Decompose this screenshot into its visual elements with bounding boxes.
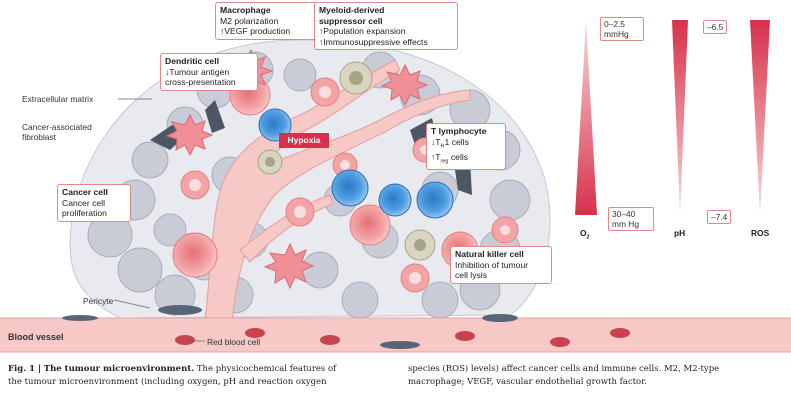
figure-caption-col-2: species (ROS) levels) affect cancer cell… [408,363,788,389]
ph-gradient [672,20,688,215]
macrophage-line-2: ↑VEGF production [220,26,291,36]
cancer-cell-title: Cancer cell [62,187,108,197]
macrophage-callout: Macrophage M2 polarization ↑VEGF product… [215,2,317,40]
red-blood-cells [175,328,630,347]
mdsc-title-1: Myeloid-derived [319,5,385,15]
o2-axis-label: O2 [580,228,590,241]
nk-cell-callout: Natural killer cell Inhibition of tumour… [450,246,552,284]
mdsc-line-1: ↑Population expansion [319,26,406,36]
caf-label-line-2: fibroblast [22,132,56,142]
mdsc-title-2: suppressor cell [319,15,383,26]
endothelial-cells [62,305,518,349]
hypoxia-label: Hypoxia [279,133,329,148]
cancer-cell-line-1: Cancer cell [62,197,105,208]
cancer-cell-callout: Cancer cell Cancer cell proliferation [57,184,131,222]
leader-lines [113,98,205,342]
t-lymphocyte-callout: T lymphocyte ↓TH1 cells ↑Treg cells [426,123,506,170]
red-blood-cell-label: Red blood cell [207,337,261,347]
cancer-cell-line-2: proliferation [62,208,107,218]
dendritic-callout: Dendritic cell ↓Tumour antigen cross-pre… [160,53,258,91]
mdsc-callout: Myeloid-derived suppressor cell ↑Populat… [314,2,458,50]
extracellular-matrix-label: Extracellular matrix [22,94,94,104]
o2-top-value: 0–2.5 mmHg [600,17,644,41]
t-lymphocyte-line-2: ↑Treg cells [431,151,469,165]
o2-gradient [575,20,597,215]
ph-bottom-value: –7.4 [707,210,732,224]
caption-line-3: species (ROS) levels) affect cancer cell… [408,364,720,374]
ph-axis-label: pH [674,228,686,238]
macrophage-line-1: M2 polarization [220,15,279,26]
caption-line-2: the tumour microenvironment (including o… [8,377,327,387]
caption-line-4: macrophage; VEGF, vascular endothelial g… [408,377,647,387]
dendritic-line-2: cross-presentation [165,77,236,87]
mdsc-line-2: ↑Immunosuppressive effects [319,36,428,47]
caption-line-1: Fig. 1 | The tumour microenvironment. Th… [8,364,337,374]
t-lymphocyte-line-1: ↓TH1 cells [431,136,469,150]
ros-gradient [750,20,770,215]
caf-label-line-1: Cancer-associated [22,122,92,132]
t-lymphocytes [258,108,454,219]
nk-cell-line-1: Inhibition of tumour [455,259,529,270]
o2-bottom-value: 30–40 mm Hg [608,207,654,231]
t-lymphocyte-title: T lymphocyte [431,126,487,136]
nk-cell-title: Natural killer cell [455,249,524,259]
pericyte-label: Pericyte [83,296,114,306]
ros-axis-label: ROS [751,228,770,238]
ph-top-value: –6.5 [703,20,728,34]
dendritic-title: Dendritic cell [165,56,219,66]
blood-vessel-label: Blood vessel [8,332,64,342]
dendritic-line-1: ↓Tumour antigen [165,66,230,77]
nk-cell-line-2: cell lysis [455,270,487,280]
macrophage-title: Macrophage [220,5,271,15]
figure-caption-col-1: Fig. 1 | The tumour microenvironment. Th… [8,363,388,389]
